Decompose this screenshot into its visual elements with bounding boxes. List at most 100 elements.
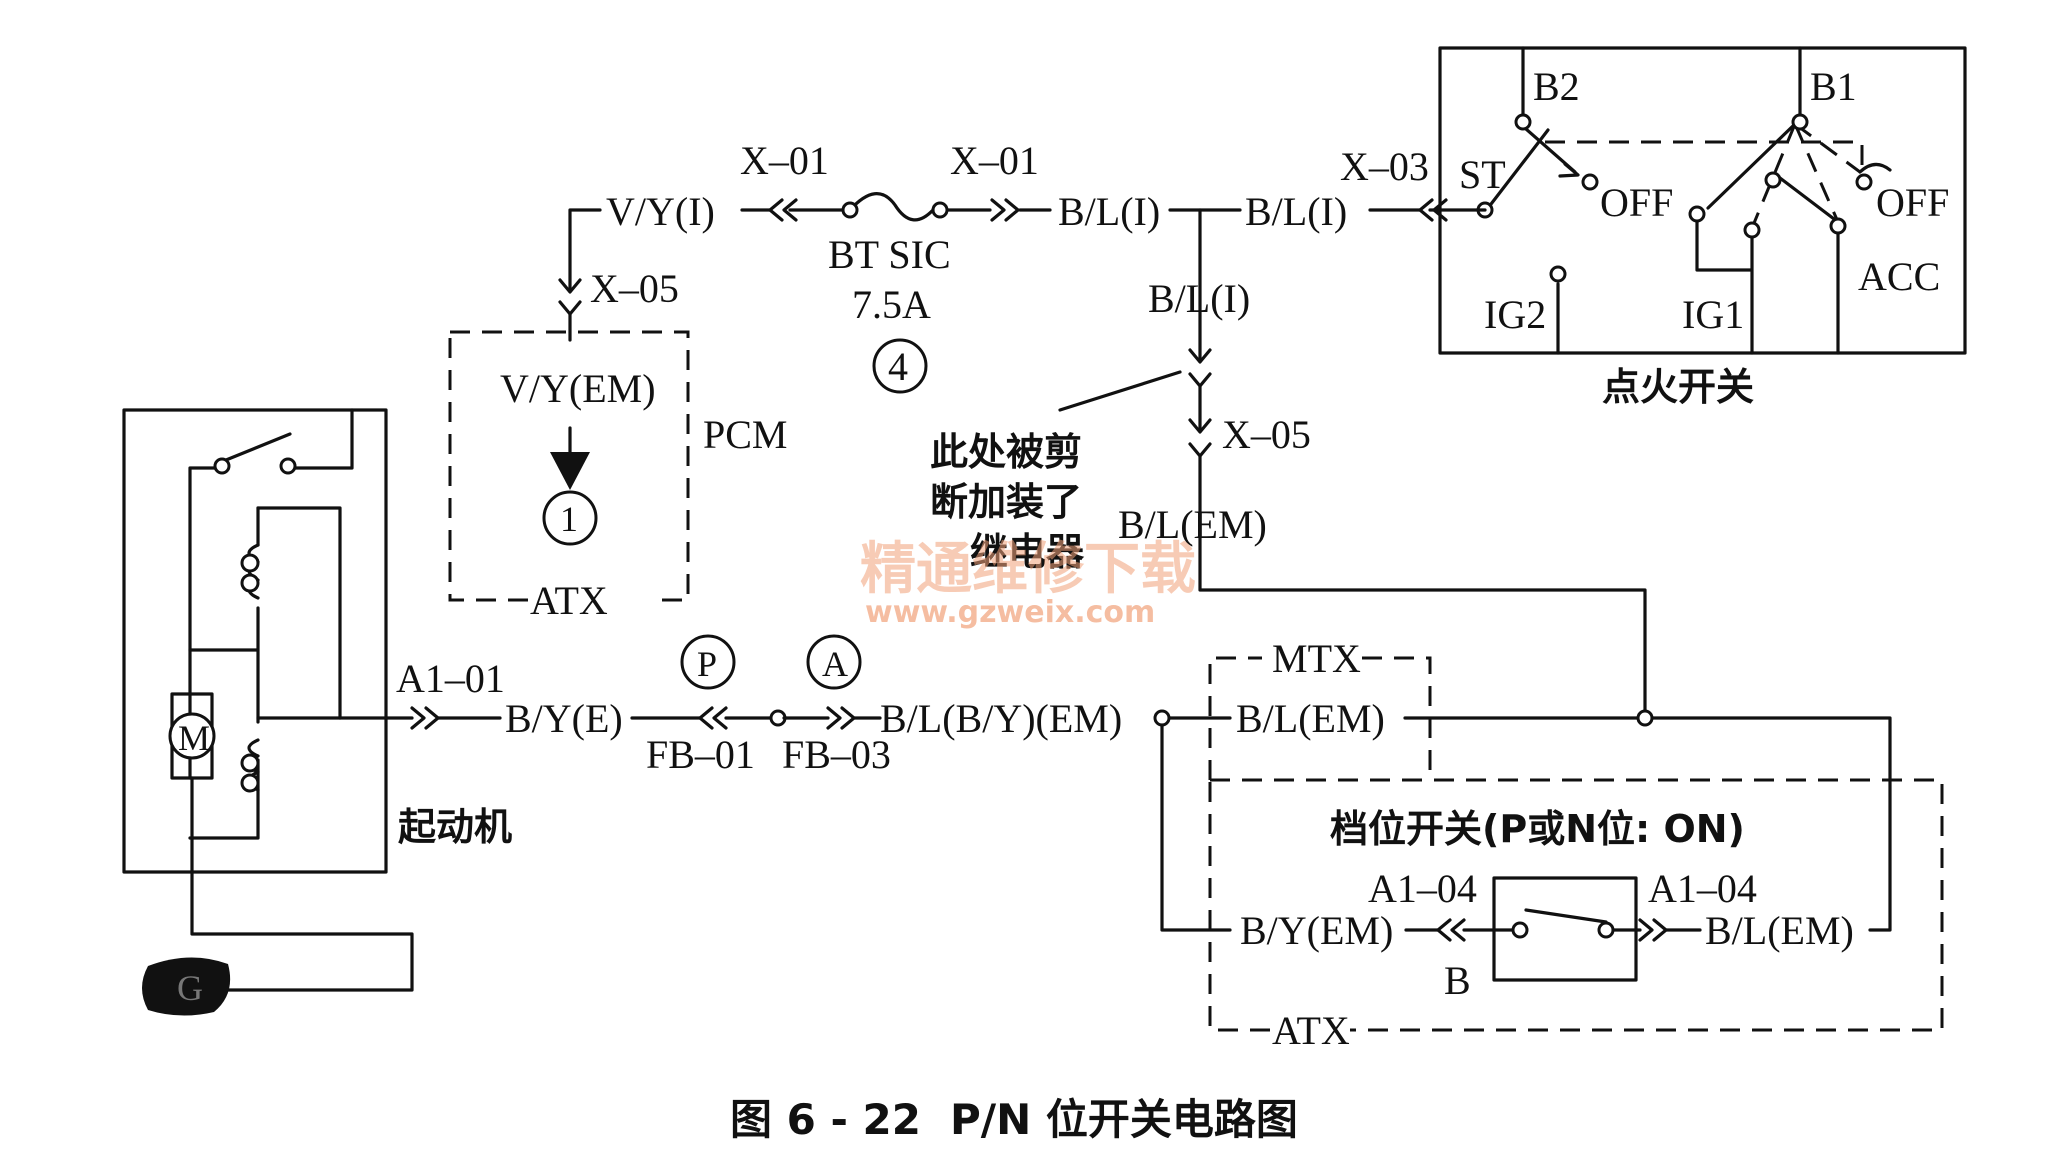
ig1-wires <box>1695 216 1754 355</box>
starter-box <box>122 408 388 874</box>
fb01-connector-symbol <box>698 706 728 730</box>
pcm-outline <box>448 330 690 602</box>
starter-solenoid-contacts <box>188 408 354 780</box>
a1-04-left-connector-symbol <box>1436 918 1466 942</box>
bl-em-gear-label: B/L(EM) <box>1705 908 1854 953</box>
x05-right-label: X–05 <box>1222 412 1311 457</box>
marker-a: A <box>822 644 848 684</box>
off-right-arc <box>1858 162 1892 174</box>
off-left-label: OFF <box>1600 180 1673 225</box>
annotation-line-2: 断加装了 <box>930 480 1082 524</box>
vy-i-wire <box>568 208 602 292</box>
by-e-label: B/Y(E) <box>505 696 623 741</box>
coil-lower-node-b <box>240 773 260 793</box>
bl-i-right-label: B/L(I) <box>1245 189 1347 234</box>
fb03-connector-symbol <box>826 706 856 730</box>
ignition-switch: B2 B1 ST OFF OFF IG2 IG1 ACC 点火开关 <box>1438 46 1967 409</box>
fb03-label: FB–03 <box>782 732 891 777</box>
marker-a-circle <box>806 634 862 690</box>
bl-i-left-label: B/L(I) <box>1058 189 1160 234</box>
gear-switch-label: 档位开关(P或N位: ON) <box>1330 807 1745 851</box>
pcm-ref-circle <box>542 490 598 546</box>
a1-01-label: A1–01 <box>396 656 505 701</box>
ig1-left-terminal <box>1688 205 1706 223</box>
top-harness: X–03 B/L(I) B/L(I) B/L(I) X–05 B/L(EM) X… <box>558 138 1647 720</box>
off-left-terminal <box>1581 173 1599 191</box>
annotation-line-1: 此处被剪 <box>930 430 1082 474</box>
pcm-atx-label: ATX <box>530 578 608 623</box>
bl-em-down-wire <box>1198 454 1647 720</box>
ignition-switch-box <box>1438 46 1967 355</box>
mtx-outline <box>1208 656 1432 780</box>
figure-caption: 图 6 - 22 P/N 位开关电路图 <box>730 1095 1298 1144</box>
annotation-leader-line <box>1058 370 1182 412</box>
watermark-url: www.gzweix.com <box>865 595 1155 630</box>
by-em-gear-label: B/Y(EM) <box>1240 908 1393 953</box>
ignition-linkage <box>1545 140 1864 166</box>
gear-contact-right <box>1597 921 1615 939</box>
fb01-label: FB–01 <box>646 732 755 777</box>
ground-label: G <box>177 968 203 1008</box>
watermark: 精通维修下载 www.gzweix.com <box>860 537 1196 630</box>
fuse-right-terminal <box>931 201 949 219</box>
gear-switch-return-wire <box>1650 716 1892 932</box>
pcm-ref: 1 <box>560 499 578 539</box>
fuse-element <box>848 192 935 222</box>
mtx-label: MTX <box>1272 636 1361 681</box>
vy-i-label: V/Y(I) <box>606 189 715 234</box>
annotation-line-3: 继电器 <box>970 530 1085 574</box>
a1-04-left-label: A1–04 <box>1368 866 1477 911</box>
b2-label: B2 <box>1533 64 1580 109</box>
gear-contact-left <box>1511 921 1529 939</box>
st-contact-arm <box>1486 128 1550 210</box>
coil-upper-node-a <box>240 553 260 573</box>
ignition-switch-label: 点火开关 <box>1602 365 1754 409</box>
fuse-number-circle <box>872 338 928 394</box>
fuse-left-terminal <box>841 201 859 219</box>
st-label: ST <box>1459 152 1506 197</box>
ig1-terminal <box>1743 221 1761 239</box>
solenoid-contact-left <box>213 457 231 475</box>
b1-label: B1 <box>1810 64 1857 109</box>
fuse-right-connector-label: X–01 <box>950 138 1039 183</box>
caption-figure-number: 图 6 - 22 <box>730 1095 921 1144</box>
x05-left-label: X–05 <box>590 266 679 311</box>
fuse-number: 4 <box>888 344 908 389</box>
x03-label: X–03 <box>1340 144 1429 189</box>
fuse-rating: 7.5A <box>852 282 931 327</box>
acc-ig2-wires <box>1556 228 1840 355</box>
starter-solenoid-bus <box>256 506 342 720</box>
bl-by-em-node <box>1153 709 1171 727</box>
marker-p: P <box>697 644 717 684</box>
b-connector-label: B <box>1444 958 1471 1003</box>
relay-annotation: 此处被剪 断加装了 继电器 <box>930 430 1085 574</box>
pcm-block: V/Y(EM) 1 PCM ATX <box>448 330 788 623</box>
solenoid-contact-right <box>279 457 297 475</box>
a1-01-connector-symbol <box>410 706 440 730</box>
b1-terminal <box>1791 113 1809 131</box>
mtx-junction-node <box>1636 709 1654 727</box>
starter-motor: M G 起动机 <box>122 408 512 1016</box>
bl-em-top-label: B/L(EM) <box>1118 502 1267 547</box>
b2-contact-arm <box>1516 120 1580 178</box>
gear-switch-atx-label: ATX <box>1272 1008 1350 1053</box>
fuse-left-connector-label: X–01 <box>740 138 829 183</box>
ground-wire <box>190 776 414 992</box>
b1-contact-ig2 <box>1706 122 1797 210</box>
motor-label: M <box>178 718 210 758</box>
fuse-name: BT SIC <box>828 232 951 277</box>
coil-upper-node-b <box>240 573 260 593</box>
a1-04-right-connector-symbol <box>1638 918 1668 942</box>
b1-mid-terminal <box>1764 171 1782 189</box>
ig2-terminal <box>1549 265 1567 283</box>
b1-acc-arm <box>1778 176 1840 224</box>
a1-04-right-label: A1–04 <box>1648 866 1757 911</box>
b1-contact-paths <box>1750 122 1861 229</box>
solenoid-switch-arm <box>224 432 292 462</box>
acc-terminal <box>1829 217 1847 235</box>
bl-i-drop-label: B/L(I) <box>1148 276 1250 321</box>
pcm-wire-label: V/Y(EM) <box>500 366 656 411</box>
off-right-terminal <box>1855 173 1873 191</box>
ig1-label: IG1 <box>1682 292 1744 337</box>
